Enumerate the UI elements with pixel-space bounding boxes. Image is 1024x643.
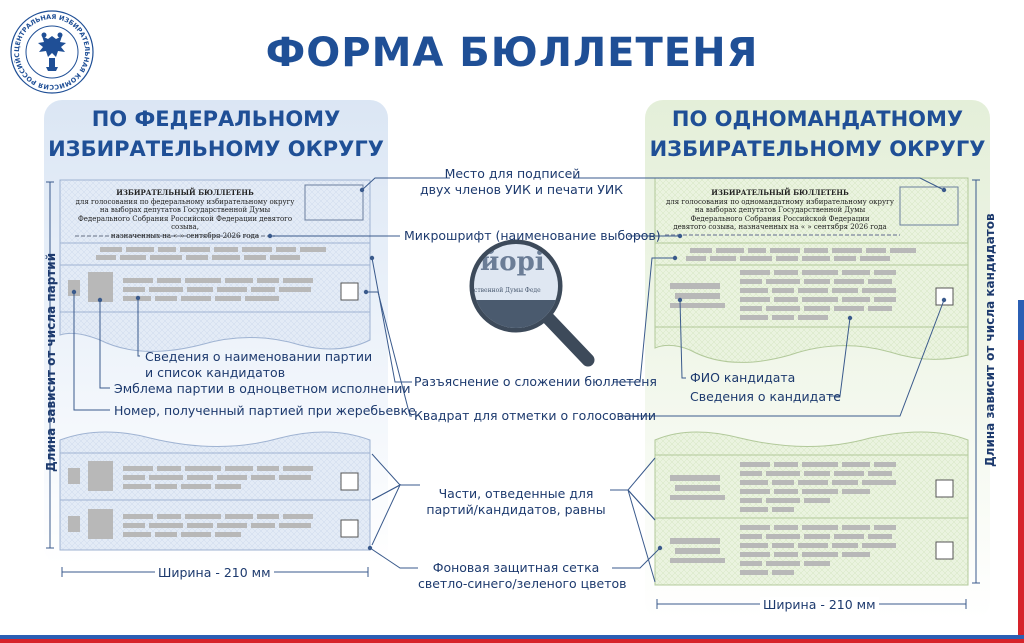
left-width-label: Ширина - 210 мм [155, 565, 274, 581]
page-title: ФОРМА БЮЛЛЕТЕНЯ [265, 30, 759, 76]
left-ballot-header: ИЗБИРАТЕЛЬНЫЙ БЮЛЛЕТЕНЬ для голосования … [70, 188, 300, 240]
label-party-info-line1: Сведения о наименовании партии [145, 349, 373, 364]
label-party-number: Номер, полученный партией при жеребьевке [114, 403, 416, 418]
right-ballot-line4: девятого созыва, назначенных на « » сент… [673, 223, 887, 231]
left-length-label: Длина зависит от числа партий [44, 252, 58, 472]
cik-emblem: ЦЕНТРАЛЬНАЯ ИЗБИРАТЕЛЬНАЯ КОМИССИЯ РОССИ… [5, 1, 96, 96]
label-parts: Части, отведенные для партий/кандидатов,… [418, 486, 614, 518]
bottom-stripe-red [0, 639, 1024, 643]
right-length-label: Длина зависит от числа кандидатов [983, 213, 997, 467]
left-heading-line2: ИЗБИРАТЕЛЬНОМУ ОКРУГУ [48, 137, 384, 161]
right-ballot-bottom [654, 431, 969, 586]
label-party-info-line2: и список кандидатов [145, 365, 286, 380]
left-heading-line1: ПО ФЕДЕРАЛЬНОМУ [91, 107, 341, 131]
right-width-label: Ширина - 210 мм [760, 597, 879, 613]
label-background: Фоновая защитная сетка светло-синего/зел… [418, 560, 627, 592]
right-heading-line2: ИЗБИРАТЕЛЬНОМУ ОКРУГУ [649, 137, 986, 161]
right-ballot-top [654, 177, 969, 363]
flag-stripe-red [1018, 340, 1024, 643]
label-background-line2: светло-синего/зеленого цветов [418, 576, 627, 591]
left-ballot-line4: назначенных на « » сентября 2026 года [110, 231, 260, 240]
right-ballot-title: ИЗБИРАТЕЛЬНЫЙ БЮЛЛЕТЕНЬ [711, 188, 849, 197]
right-heading: ПО ОДНОМАНДАТНОМУ ИЗБИРАТЕЛЬНОМУ ОКРУГУ [645, 104, 990, 164]
left-ballot-title: ИЗБИРАТЕЛЬНЫЙ БЮЛЛЕТЕНЬ [116, 188, 254, 197]
bottom-stripe-blue [0, 635, 1024, 639]
label-parts-line1: Части, отведенные для [438, 486, 594, 501]
label-background-line1: Фоновая защитная сетка [432, 560, 600, 575]
magnifier-small-text: ственной Думы Феде [474, 287, 541, 294]
label-parts-line2: партий/кандидатов, равны [426, 502, 606, 517]
right-heading-line1: ПО ОДНОМАНДАТНОМУ [671, 107, 964, 131]
label-signatures: Место для подписей двух членов УИК и печ… [420, 166, 624, 198]
label-microfont: Микрошрифт (наименование выборов) [404, 228, 661, 243]
left-ballot-line1: для голосования по федеральному избирате… [75, 197, 295, 206]
magnifier-icon: йорі ственной Думы Феде [469, 239, 595, 367]
right-ballot-line1: для голосования по одномандатному избира… [666, 197, 894, 206]
label-party-emblem: Эмблема партии в одноцветном исполнении [114, 381, 411, 396]
label-explanation: Разъяснение о сложении бюллетеня [414, 374, 657, 389]
left-ballot-bottom [59, 431, 371, 551]
label-candidate-name: ФИО кандидата [690, 370, 796, 385]
label-party-info: Сведения о наименовании партии и список … [145, 349, 372, 381]
right-ballot-header: ИЗБИРАТЕЛЬНЫЙ БЮЛЛЕТЕНЬ для голосования … [665, 188, 895, 232]
label-checkbox: Квадрат для отметки о голосовании [414, 408, 656, 423]
left-heading: ПО ФЕДЕРАЛЬНОМУ ИЗБИРАТЕЛЬНОМУ ОКРУГУ [44, 104, 388, 164]
right-ballot-line3: Федерального Собрания Российской Федерац… [690, 214, 870, 223]
callout-lines [71, 177, 947, 583]
left-ballot-line3: Федерального Собрания Российской Федерац… [77, 214, 293, 232]
label-signatures-line2: двух членов УИК и печати УИК [420, 182, 624, 197]
label-signatures-line1: Место для подписей [444, 166, 581, 181]
flag-stripe-blue [1018, 300, 1024, 340]
label-candidate-info: Сведения о кандидате [690, 389, 841, 404]
right-ballot-line2: на выборах депутатов Государственной Дум… [694, 206, 866, 214]
left-ballot-line2: на выборах депутатов Государственной Дум… [99, 206, 271, 214]
